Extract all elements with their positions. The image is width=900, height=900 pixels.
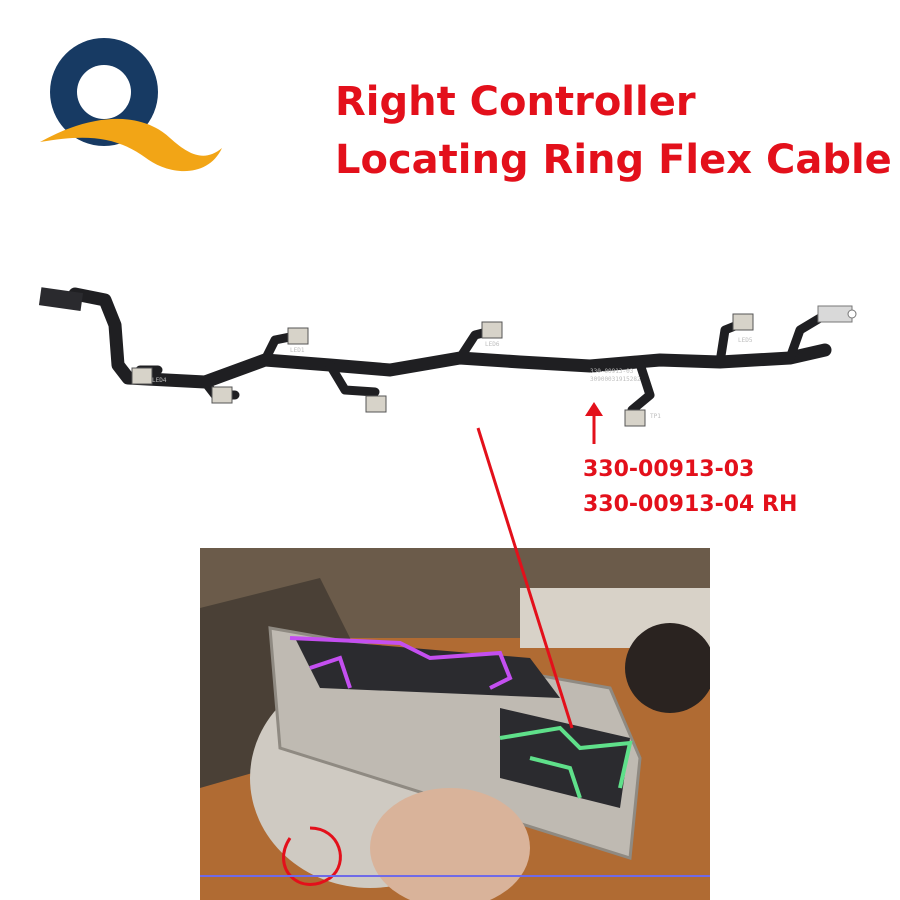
part-number-1: 330-00913-03 [583,457,755,482]
cable-label-led6: LED6 [485,341,500,348]
cable-label-led1: LED1 [290,347,305,354]
flex-cable-image: LED4 LED1 LED6 LED5 TP1 330-00913-03 309… [38,287,857,427]
q-logo-icon [40,38,222,172]
cable-print-code: 330-00913-03 [590,368,634,375]
title-line-2: Locating Ring Flex Cable [335,137,892,183]
part-number-2: 330-00913-04 RH [583,492,798,517]
title-line-1: Right Controller [335,79,696,125]
up-arrow-icon [585,402,603,444]
cable-label-led5: LED5 [738,337,753,344]
product-title: Right Controller Locating Ring Flex Cabl… [335,78,892,194]
cable-label-led4: LED4 [152,377,167,384]
part-numbers: 330-00913-03 330-00913-04 RH [583,452,797,522]
cable-label-tp1: TP1 [650,413,661,420]
cable-serial: 30900031915282 [590,376,641,383]
installation-photo [200,548,710,900]
